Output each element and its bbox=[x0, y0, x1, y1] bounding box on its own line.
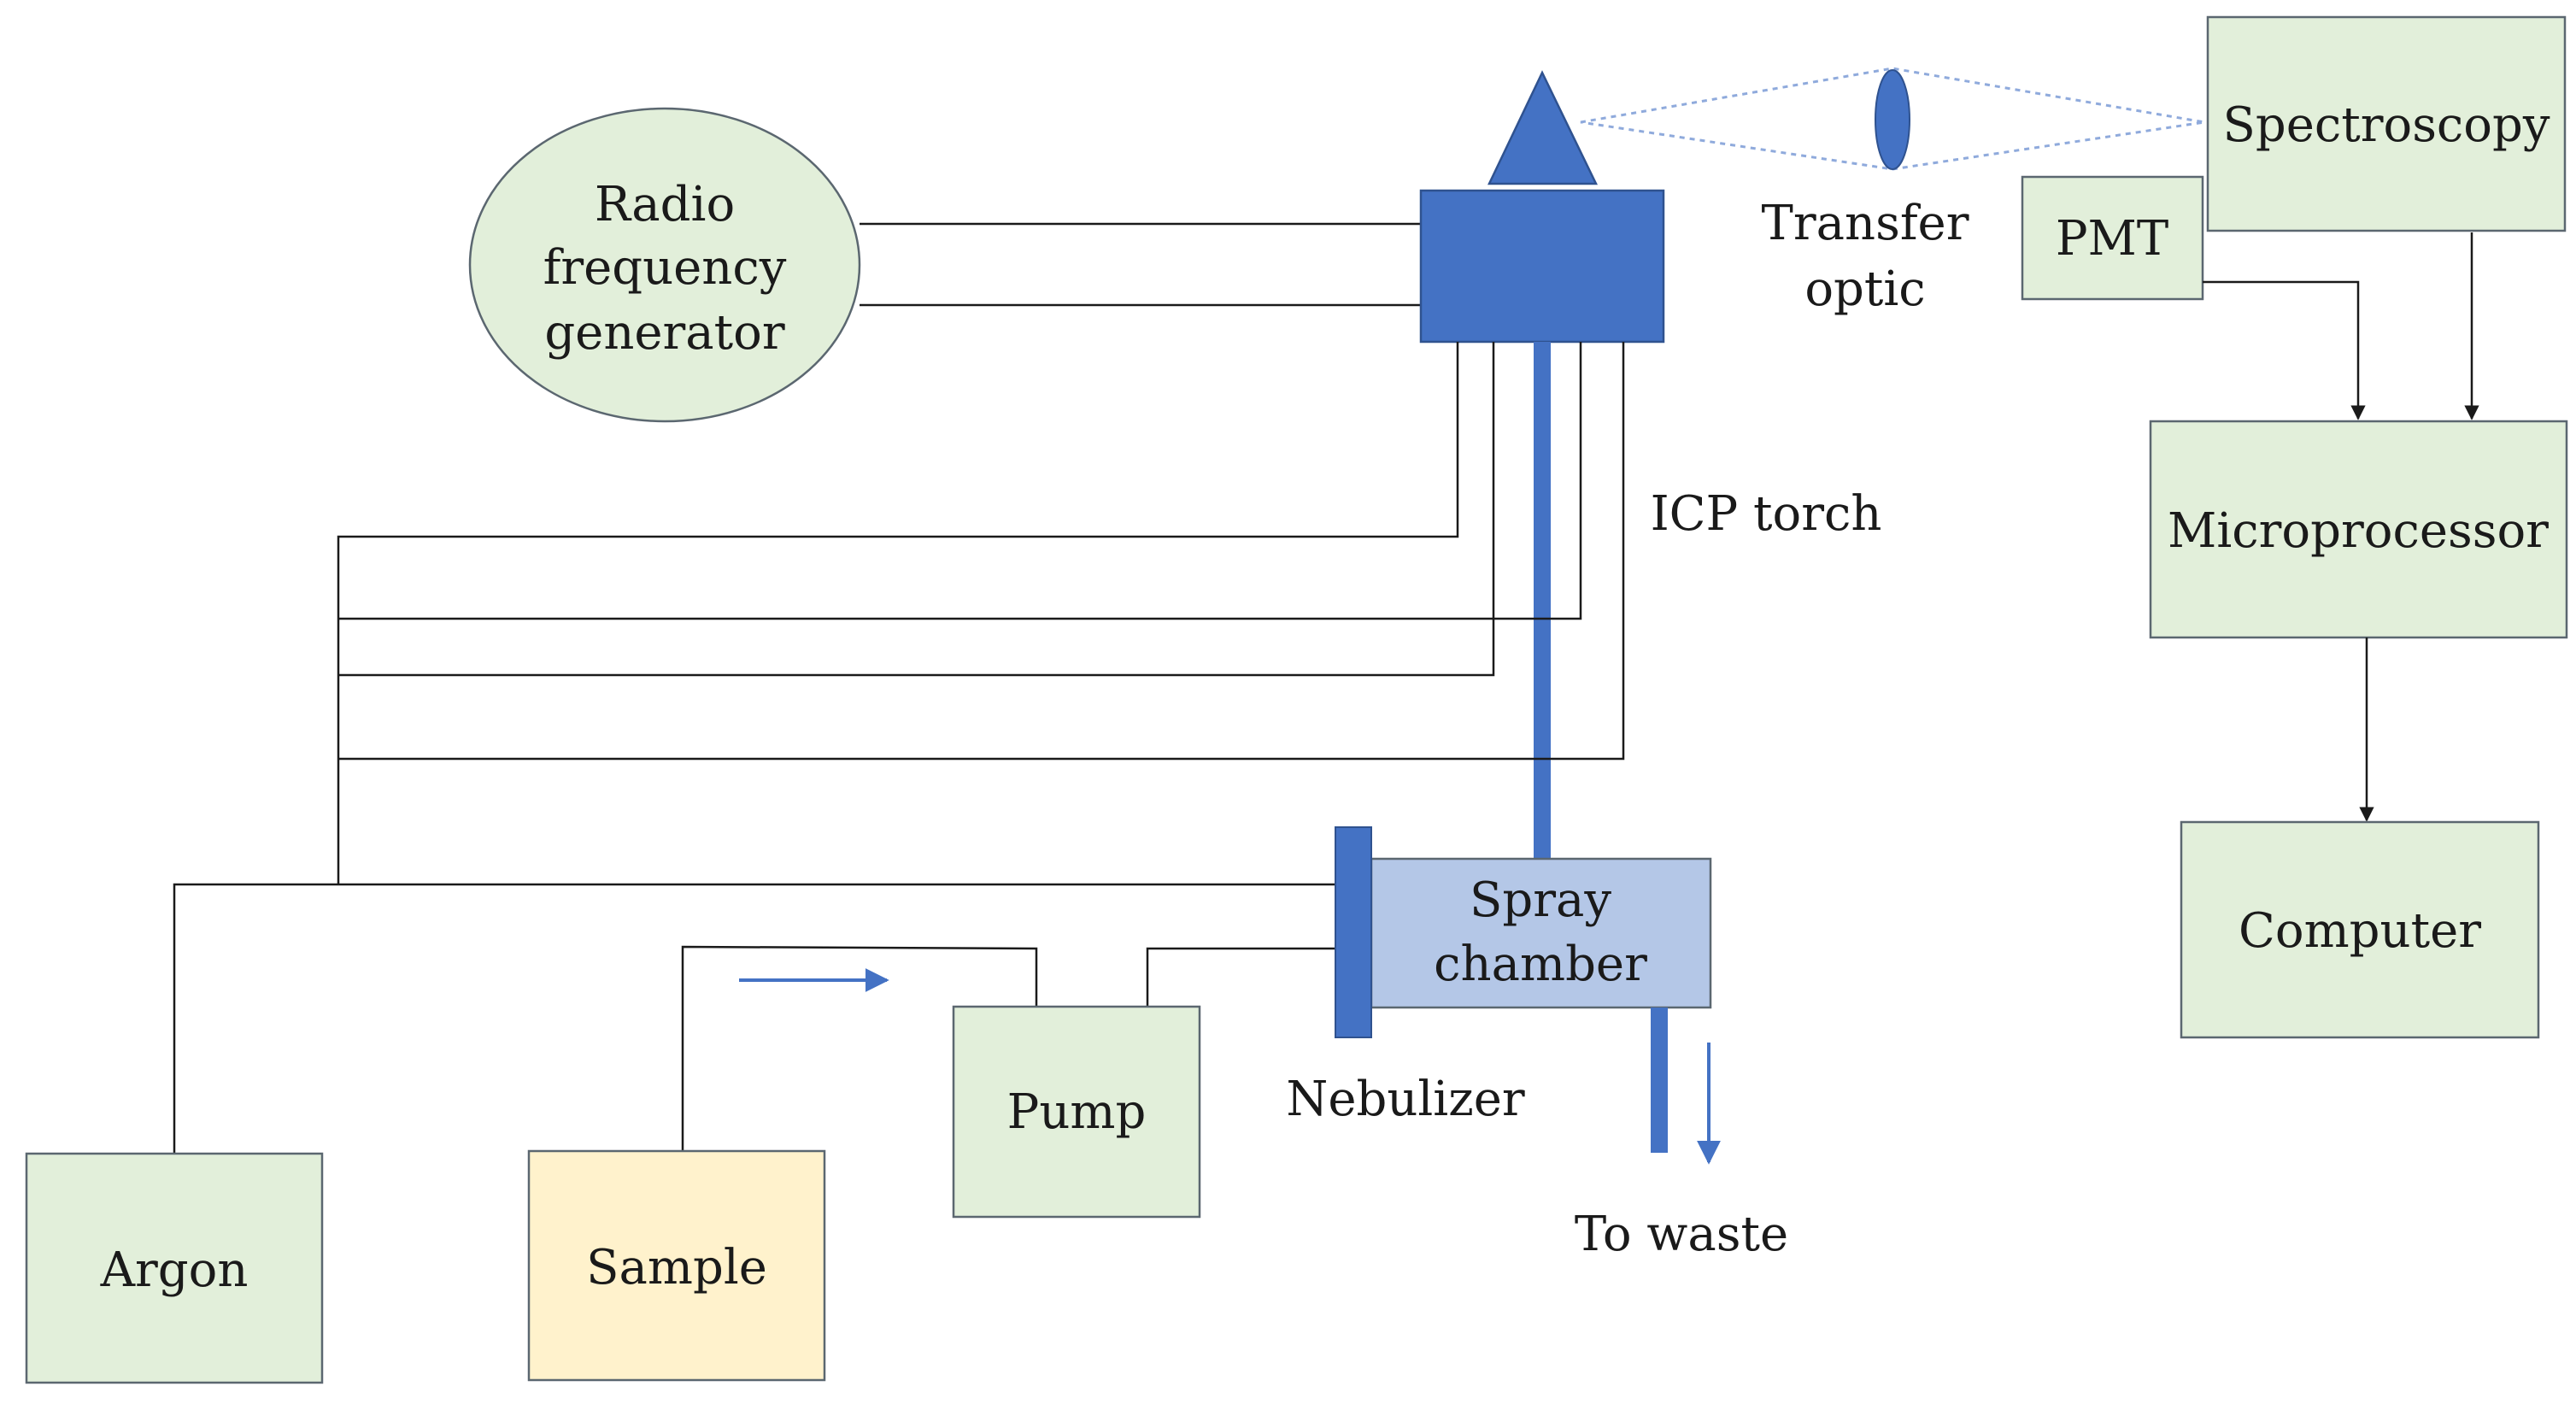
transfer-optic-lens bbox=[1875, 69, 1910, 170]
sample-label: Sample bbox=[586, 1240, 767, 1295]
spray-chamber-label-line1: Spray bbox=[1470, 872, 1611, 928]
gas-line-4 bbox=[338, 342, 1625, 761]
pump-line bbox=[1146, 947, 1335, 1007]
argon-source: Argon bbox=[25, 1152, 324, 1384]
gas-line-2 bbox=[338, 342, 1582, 620]
microprocessor-label: Microprocessor bbox=[2168, 503, 2549, 559]
computer-label: Computer bbox=[2239, 903, 2481, 959]
spectroscopy-label: Spectroscopy bbox=[2222, 97, 2550, 153]
pump-shape bbox=[952, 1005, 1201, 1219]
sample-shape bbox=[527, 1149, 826, 1382]
pump-label: Pump bbox=[1007, 1084, 1147, 1140]
spray-chamber-label-line2: chamber bbox=[1434, 937, 1647, 992]
argon-shape bbox=[25, 1152, 324, 1384]
sample-source: Sample bbox=[527, 1149, 826, 1382]
computer: Computer bbox=[2180, 820, 2540, 1039]
icp-torch-head bbox=[1419, 189, 1665, 344]
transfer-optic-label-line2: optic bbox=[1804, 261, 1925, 317]
to-waste-label: To waste bbox=[1575, 1207, 1788, 1262]
nebulizer-label: Nebulizer bbox=[1286, 1072, 1525, 1127]
transfer-optic-label-line1: Transfer bbox=[1762, 196, 1969, 251]
gas-line-3 bbox=[338, 342, 1495, 677]
icp-torch-label: ICP torch bbox=[1651, 486, 1882, 542]
spectroscopy: Spectroscopy bbox=[2206, 15, 2567, 232]
sample-line bbox=[681, 945, 1038, 1151]
gas-line-1 bbox=[337, 342, 1459, 884]
rf-generator: Radio frequency generator bbox=[468, 107, 861, 423]
plasma-triangle bbox=[1488, 70, 1598, 185]
torch-stem bbox=[1534, 342, 1551, 859]
nebulizer-shape bbox=[1335, 826, 1372, 1038]
waste-drain bbox=[1651, 1007, 1668, 1153]
argon-label: Argon bbox=[100, 1242, 249, 1298]
spectroscopy-shape bbox=[2206, 15, 2567, 232]
rf-generator-shape bbox=[468, 107, 861, 423]
argon-line bbox=[173, 883, 1335, 1154]
rf-generator-label-line1: Radio bbox=[595, 177, 735, 232]
computer-shape bbox=[2180, 820, 2540, 1039]
pmt: PMT bbox=[2021, 175, 2204, 301]
rf-generator-label-line3: generator bbox=[544, 305, 785, 361]
pmt-to-microprocessor-arrow bbox=[2203, 280, 2366, 420]
microprocessor-shape bbox=[2149, 420, 2568, 639]
spray-chamber: Spray chamber bbox=[1370, 857, 1712, 1009]
pump: Pump bbox=[952, 1005, 1201, 1219]
rf-generator-label-line2: frequency bbox=[543, 240, 787, 296]
microprocessor: Microprocessor bbox=[2149, 420, 2568, 639]
pmt-label: PMT bbox=[2056, 211, 2168, 267]
pmt-shape bbox=[2021, 175, 2204, 301]
